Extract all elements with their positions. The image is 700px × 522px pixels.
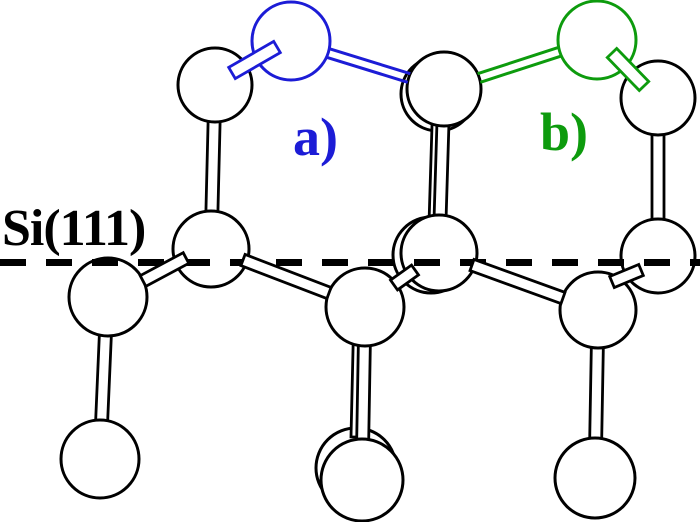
si111-surface-label: Si(111): [2, 200, 146, 257]
atom-si-low2: [324, 266, 406, 348]
configuration-a-label: a): [293, 107, 338, 167]
atom-si-deep1: [59, 418, 141, 500]
bond-mid2-low2: [388, 263, 421, 292]
bond-mid1-low2: [239, 252, 333, 301]
bond-adatom-a-top1-stub: [226, 39, 283, 81]
atom-si-low3: [558, 270, 638, 350]
bond-adatom-b-top2-l1: [477, 46, 559, 76]
bond-mid3-low3: [607, 262, 646, 290]
configuration-b-label: b): [540, 102, 589, 162]
bond-adatom-b-top3-stub: [605, 46, 651, 93]
bond-mid1-low1: [138, 250, 191, 289]
atom-si-mid1: [171, 209, 251, 289]
bond-adatom-b-top2-l2: [479, 54, 561, 84]
atom-si-deep2: [319, 437, 405, 522]
atom-si-deep3: [553, 436, 637, 520]
bond-mid2-low3: [468, 257, 567, 306]
atom-si-top2: [405, 50, 483, 128]
bond-adatom-a-top2-l1: [326, 55, 409, 84]
bond-adatom-a-top2-l2: [328, 47, 411, 76]
atom-si-low1: [67, 256, 149, 338]
atom-si-mid3: [619, 217, 697, 295]
atom-si-mid2: [399, 213, 479, 293]
adatom-a: [250, 0, 332, 82]
